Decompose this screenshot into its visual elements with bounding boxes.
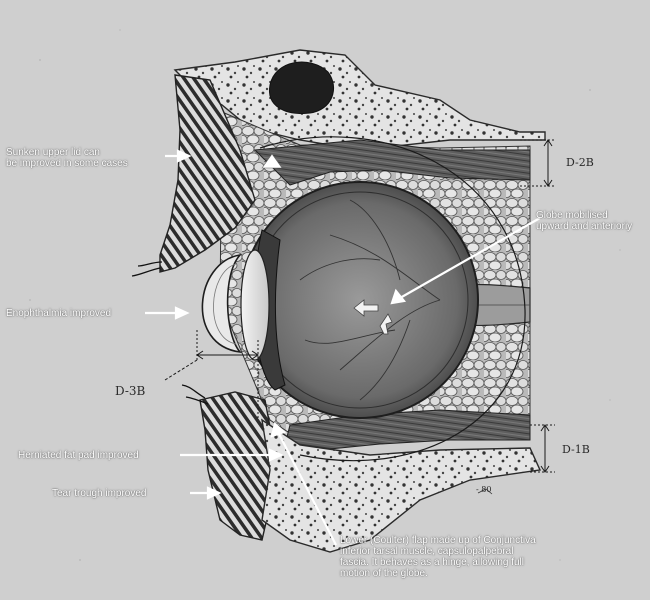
label-lower-flap: Lower (Coulter) flap made up of Conjunct…: [340, 535, 536, 579]
frontal-sinus-cavity: [268, 61, 335, 115]
dimension-label-d1b: D-1B: [562, 443, 590, 456]
dimension-d1b: [530, 424, 555, 473]
lens: [240, 249, 270, 361]
label-tear-trough: Tear trough improved: [52, 488, 147, 499]
cornea: [201, 253, 243, 354]
dimension-d3b: [164, 330, 259, 420]
triangle-marker-icon: [261, 153, 283, 169]
label-globe-mobilised: Globe mobilised upward and anterioriy: [536, 210, 633, 232]
movement-arrow-icon: [353, 299, 393, 335]
upper-eyelid: [159, 74, 256, 273]
artist-signature: [477, 488, 493, 495]
displaced-globe-outline: [259, 136, 526, 462]
label-enophthalmia: Enophthalmia improved: [6, 308, 112, 319]
superior-muscle: [253, 139, 531, 186]
signature-text: - 80: [476, 485, 492, 494]
orbital-floor-bone: [261, 418, 542, 553]
label-herniated-fat-pad: Herniated fat pad improved: [18, 450, 139, 461]
lower-eyelid: [199, 391, 279, 541]
label-sunken-upper-lid: Sunken upper lid can be improved in some…: [6, 147, 128, 169]
paper-texture: [29, 29, 621, 561]
dimension-label-d2b: D-2B: [566, 156, 594, 169]
dimension-d2b: [520, 139, 556, 187]
label-arrow-icon: [145, 149, 541, 546]
dimension-label-d3b: D-3B: [115, 384, 146, 398]
retinal-vessels: [299, 199, 441, 401]
